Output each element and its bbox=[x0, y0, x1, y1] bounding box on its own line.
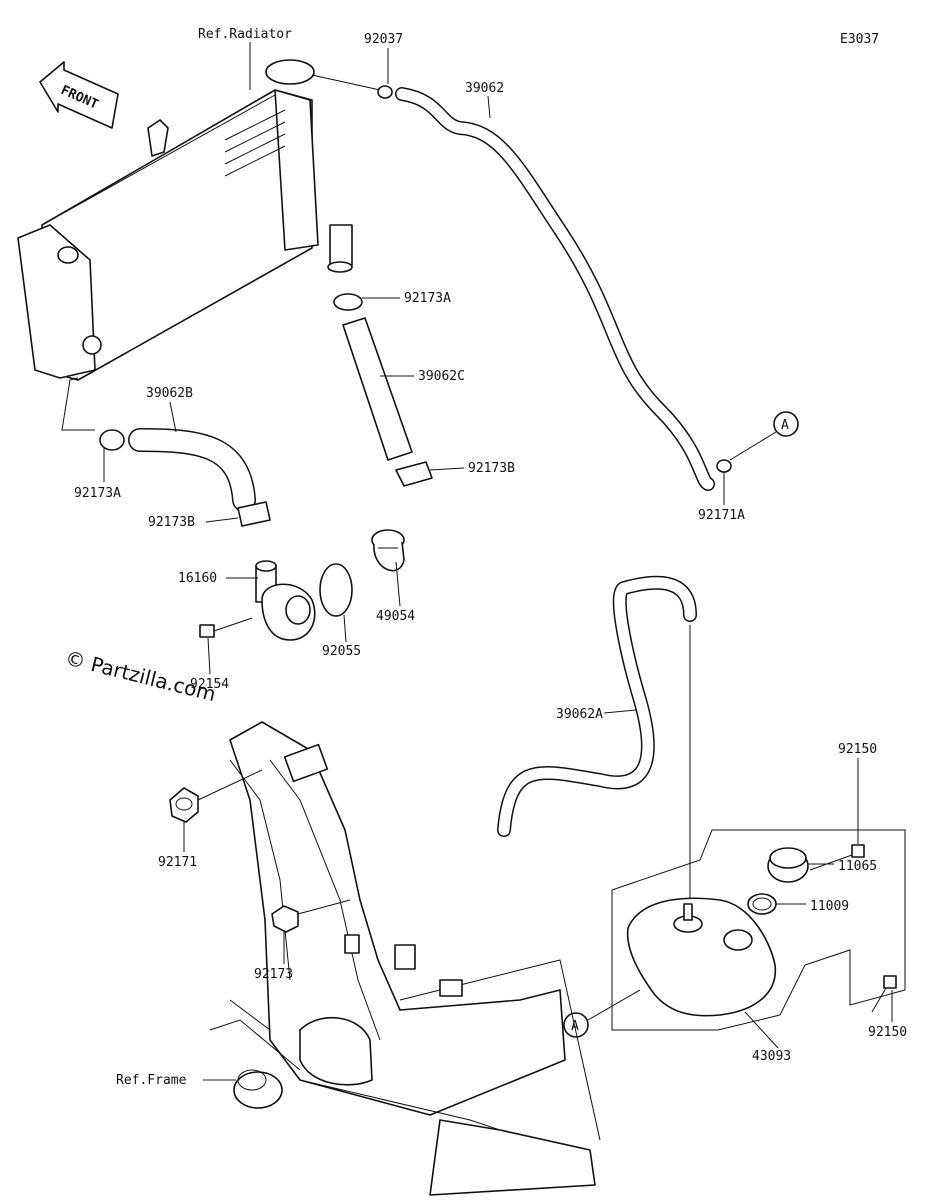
hose-39062A-icon bbox=[497, 575, 697, 837]
front-arrow-icon: FRONT bbox=[39, 61, 119, 129]
label-92173B-right: 92173B bbox=[468, 461, 515, 476]
ref-radiator-label: Ref.Radiator bbox=[198, 27, 292, 42]
hose-39062C-icon bbox=[342, 317, 413, 461]
bolt-92150-top-icon bbox=[809, 844, 865, 871]
ref-a-marker-upper-icon: A bbox=[773, 411, 799, 437]
reservoir-tank-43093-icon bbox=[626, 897, 777, 1017]
label-92171: 92171 bbox=[158, 855, 197, 870]
label-92037: 92037 bbox=[364, 32, 403, 47]
label-39062C: 39062C bbox=[418, 369, 465, 384]
clamp-92173-icon bbox=[271, 905, 299, 933]
label-92171A: 92171A bbox=[698, 508, 745, 523]
ref-a-upper: A bbox=[781, 418, 789, 433]
gasket-11009-icon bbox=[747, 893, 777, 915]
frame-icon bbox=[209, 721, 601, 1196]
hose-39062-icon bbox=[395, 87, 715, 491]
label-92150-bottom: 92150 bbox=[868, 1025, 907, 1040]
label-11009: 11009 bbox=[810, 899, 849, 914]
radiator-icon bbox=[17, 59, 381, 381]
ref-frame-label: Ref.Frame bbox=[116, 1073, 187, 1088]
o-ring-92055-icon bbox=[319, 563, 353, 617]
clamp-92173B-left-icon bbox=[237, 501, 271, 527]
label-43093: 43093 bbox=[752, 1049, 791, 1064]
clamp-92037-icon bbox=[377, 85, 393, 99]
label-92173: 92173 bbox=[254, 967, 293, 982]
bolt-92150-bottom-icon bbox=[871, 975, 897, 1013]
label-16160: 16160 bbox=[178, 571, 217, 586]
clamp-92171A-icon bbox=[716, 459, 732, 473]
hose-39062B-icon bbox=[128, 428, 256, 512]
label-92173A-upper: 92173A bbox=[404, 291, 451, 306]
label-92154: 92154 bbox=[190, 677, 229, 692]
label-11065: 11065 bbox=[838, 859, 877, 874]
clamp-92173B-right-icon bbox=[395, 461, 433, 487]
cap-11065-icon bbox=[767, 847, 809, 883]
diagram-code: E3037 bbox=[840, 32, 879, 47]
clamp-92171-icon bbox=[169, 787, 199, 823]
clamp-92173A-upper-icon bbox=[333, 293, 363, 311]
label-92173B-left: 92173B bbox=[148, 515, 195, 530]
label-92150-top: 92150 bbox=[838, 742, 877, 757]
bolt-92154-icon bbox=[199, 617, 253, 638]
thermostat-49054-icon bbox=[371, 529, 405, 572]
water-pump-16160-icon bbox=[255, 560, 316, 641]
label-92055: 92055 bbox=[322, 644, 361, 659]
label-49054: 49054 bbox=[376, 609, 415, 624]
label-92173A-left: 92173A bbox=[74, 486, 121, 501]
label-39062: 39062 bbox=[465, 81, 504, 96]
label-39062B: 39062B bbox=[146, 386, 193, 401]
watermark: © Partzilla.com bbox=[63, 646, 219, 707]
clamp-92173A-left-icon bbox=[99, 429, 125, 451]
label-39062A: 39062A bbox=[556, 707, 603, 722]
